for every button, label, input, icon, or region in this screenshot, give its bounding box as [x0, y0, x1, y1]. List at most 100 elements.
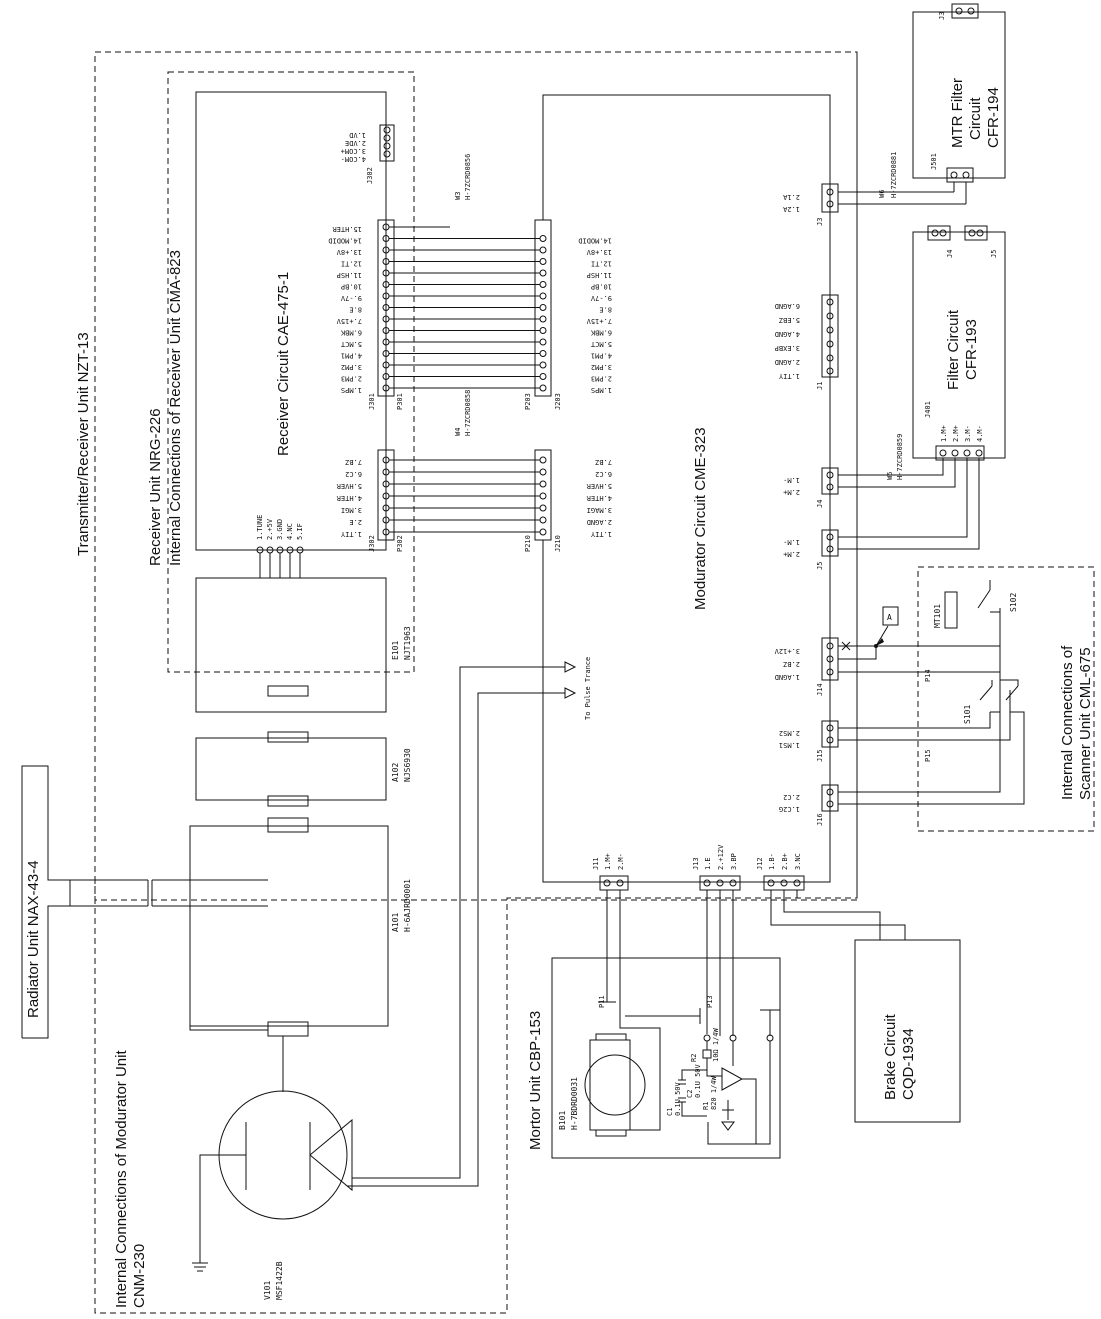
j4-connector — [821, 467, 839, 495]
j203-pin-label: 13.+8V — [586, 248, 612, 256]
r1-value: 820 1/4W — [710, 1075, 718, 1110]
j302-pin-label: 1.TIY — [340, 530, 362, 538]
j301-pin-label: 8.E — [349, 306, 362, 314]
j302-top-label: J302 — [366, 167, 374, 184]
j16-pin-label: 1.C2G — [779, 805, 800, 813]
j203-pin — [539, 373, 547, 380]
j203-pin-label: 5.MCT — [590, 340, 612, 348]
modulator-circuit-outline — [542, 94, 831, 883]
j302-label: J302 — [368, 535, 376, 552]
j301-pin-label: 6.MBK — [340, 329, 362, 337]
w4-part: H-7ZCRD0858 — [464, 390, 472, 436]
j210-pin — [539, 456, 547, 464]
c2-label: C2 — [686, 1090, 694, 1098]
j203-pin — [539, 258, 547, 265]
p210-label: P210 — [524, 535, 532, 552]
j3-label: J3 — [816, 218, 824, 226]
r2-value: 10Ω 1/4W — [712, 1027, 720, 1062]
j203-pin-label: 4.PM1 — [591, 352, 612, 360]
j301-pin-label: 7.+15V — [336, 317, 362, 325]
p203-label: P203 — [524, 393, 532, 410]
w4-harness — [382, 456, 547, 536]
j203-pin — [539, 384, 547, 392]
j15-pin-label: 1.MS1 — [779, 741, 800, 749]
j203-pin — [539, 327, 547, 334]
j5-connector — [821, 529, 839, 557]
j5f-label: J5 — [990, 250, 998, 258]
j1-label: J1 — [816, 382, 824, 390]
j210-pin-label: 5.HVER — [586, 482, 612, 490]
c1-value: 0.1U 50V — [674, 1081, 682, 1116]
j210-label: J210 — [554, 535, 562, 552]
j13-pin-label: 2.+12V — [717, 844, 725, 870]
j301-label: J301 — [368, 393, 376, 410]
filter-label-2: CFR-193 — [963, 319, 980, 380]
j16-label: J16 — [816, 813, 824, 826]
j301-pin-label: 11.HSP — [337, 271, 362, 279]
a101-part: H-6AJRD0001 — [403, 879, 412, 932]
w5-label: W5 — [886, 472, 894, 480]
j15-label: J15 — [816, 749, 824, 762]
radiator-label: Radiator Unit NAX-43-4 — [25, 860, 42, 1018]
j301-pin-label: 10.BP — [341, 283, 362, 291]
j203-pin-label: 10.BP — [591, 283, 612, 291]
j210-pin — [539, 468, 547, 476]
p15-label: P15 — [924, 749, 932, 762]
j401-pin-label: 4.M- — [976, 425, 984, 442]
w5-part: H-7ZCRD0859 — [896, 434, 904, 480]
j203-pin-label: 7.+15V — [586, 317, 612, 325]
j302-top-pin-label: 2.VDE — [345, 139, 366, 147]
v101-part: MSF1422B — [275, 1261, 284, 1300]
j203-pin-label: 11.HSP — [587, 271, 612, 279]
receiver-internal-label: Internal Connections of Receiver Unit CM… — [167, 250, 184, 566]
j302-bottom-pin-label: 2.+5V — [266, 518, 274, 540]
scanner-label-2: Scanner Unit CML-675 — [1077, 647, 1094, 800]
filter-label-1: Filter Circuit — [945, 309, 962, 390]
j203-pin-label: 2.PM3 — [591, 375, 612, 383]
j301-pin-label: 2.PM3 — [341, 375, 362, 383]
mtr-label-1: MTR Filter — [949, 78, 966, 148]
a102-part: NJS6930 — [403, 748, 412, 782]
j401-pin-label: 3.M- — [964, 425, 972, 442]
j210-pin — [539, 528, 547, 536]
filter-circuit-block — [912, 231, 1006, 459]
j11-pin-label: 2.M- — [617, 853, 625, 870]
motor-unit-label: Mortor Unit CBP-153 — [527, 1011, 544, 1150]
j203-pin — [539, 338, 547, 346]
j12-label: J12 — [756, 857, 764, 870]
j302-bottom-pin-label: 4.NC — [286, 523, 294, 540]
j13-pin-label: 3.BP — [730, 853, 738, 870]
j203-pin-label: 1.MPS — [591, 386, 612, 394]
j203-pin — [539, 281, 547, 288]
brake-label-2: CQD-1934 — [900, 1028, 917, 1100]
j302-pin-label: 4.HTER — [336, 494, 362, 502]
j203-pin — [539, 246, 547, 254]
c2-value: 0.1U 50V — [694, 1063, 702, 1098]
j12-pin-label: 2.B+ — [781, 853, 789, 870]
j401-label: J401 — [924, 401, 932, 418]
j203-pin — [539, 235, 547, 242]
j302-pin-label: 7.BZ — [345, 458, 362, 466]
j4f-label: J4 — [946, 250, 954, 258]
j203-pin — [539, 292, 547, 300]
j203-pin — [539, 269, 547, 277]
receiver-enclosure — [167, 71, 415, 673]
j5-pin-label: 2.M+ — [783, 550, 800, 558]
j14-pin-label: 3.+12V — [774, 647, 800, 655]
motor-unit-block — [551, 957, 781, 1159]
j203-label: J203 — [554, 393, 562, 410]
s101-label: S101 — [963, 705, 972, 724]
p13-label: P13 — [706, 995, 714, 1008]
j3-connector — [821, 183, 839, 213]
j1-pin-label: 1.TIY — [778, 372, 800, 380]
j302-bottom-pin-label: 3.GND — [276, 519, 284, 540]
j14-label: J14 — [816, 683, 824, 696]
mt101-label: MT101 — [933, 604, 942, 628]
j203-pin — [539, 304, 547, 311]
p301-label: P301 — [396, 393, 404, 410]
pulse-trance-label: To Pulse Trance — [584, 657, 592, 720]
transceiver-enclosure — [94, 51, 858, 901]
